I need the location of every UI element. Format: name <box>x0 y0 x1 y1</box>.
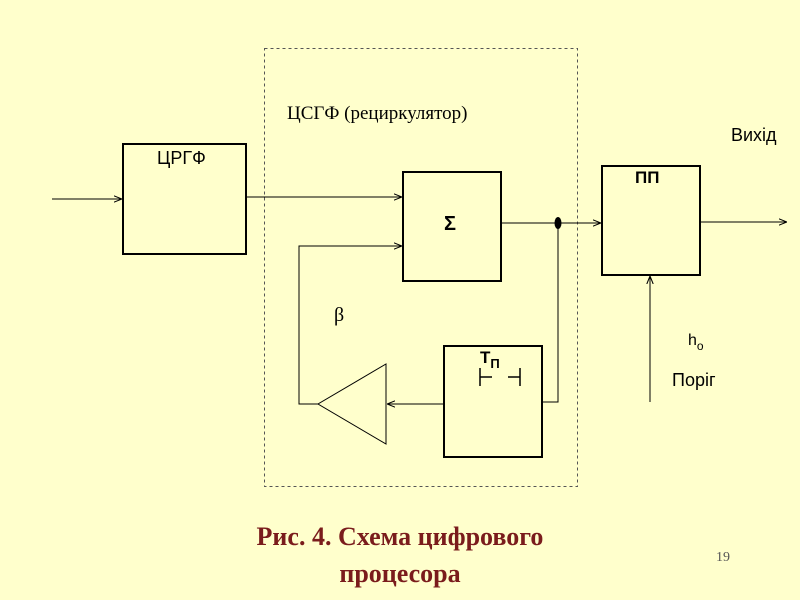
node-to-delay-line <box>543 223 559 403</box>
recirculator-label: ЦСГФ (рециркулятор) <box>287 103 468 124</box>
delay-symbol <box>479 368 521 386</box>
feedback-arrow <box>298 246 402 405</box>
pp-label: ПП <box>635 168 660 187</box>
crgf-label: ЦРГФ <box>157 148 206 168</box>
threshold-symbol: ho <box>688 332 704 353</box>
junction-node <box>554 217 562 229</box>
sum-label: Σ <box>444 213 457 235</box>
delay-label-main: Т <box>480 348 491 367</box>
delay-label: ТП <box>480 348 500 371</box>
delay-label-sub: П <box>490 356 500 371</box>
delay-block <box>443 345 543 458</box>
recirculator-boundary <box>264 48 578 487</box>
sum-block <box>402 171 502 282</box>
crgf-block <box>122 143 247 255</box>
threshold-label: Поріг <box>672 370 716 390</box>
beta-label: β <box>334 304 345 326</box>
threshold-symbol-sub: o <box>696 339 704 353</box>
slide-number: 19 <box>716 550 730 565</box>
caption-line-2: процесора <box>339 559 461 588</box>
caption-line-1: Рис. 4. Схема цифрового <box>256 522 544 551</box>
output-label: Вихід <box>731 125 777 145</box>
pp-block <box>601 165 701 276</box>
amplifier-triangle <box>317 363 387 445</box>
threshold-symbol-main: h <box>688 332 697 349</box>
